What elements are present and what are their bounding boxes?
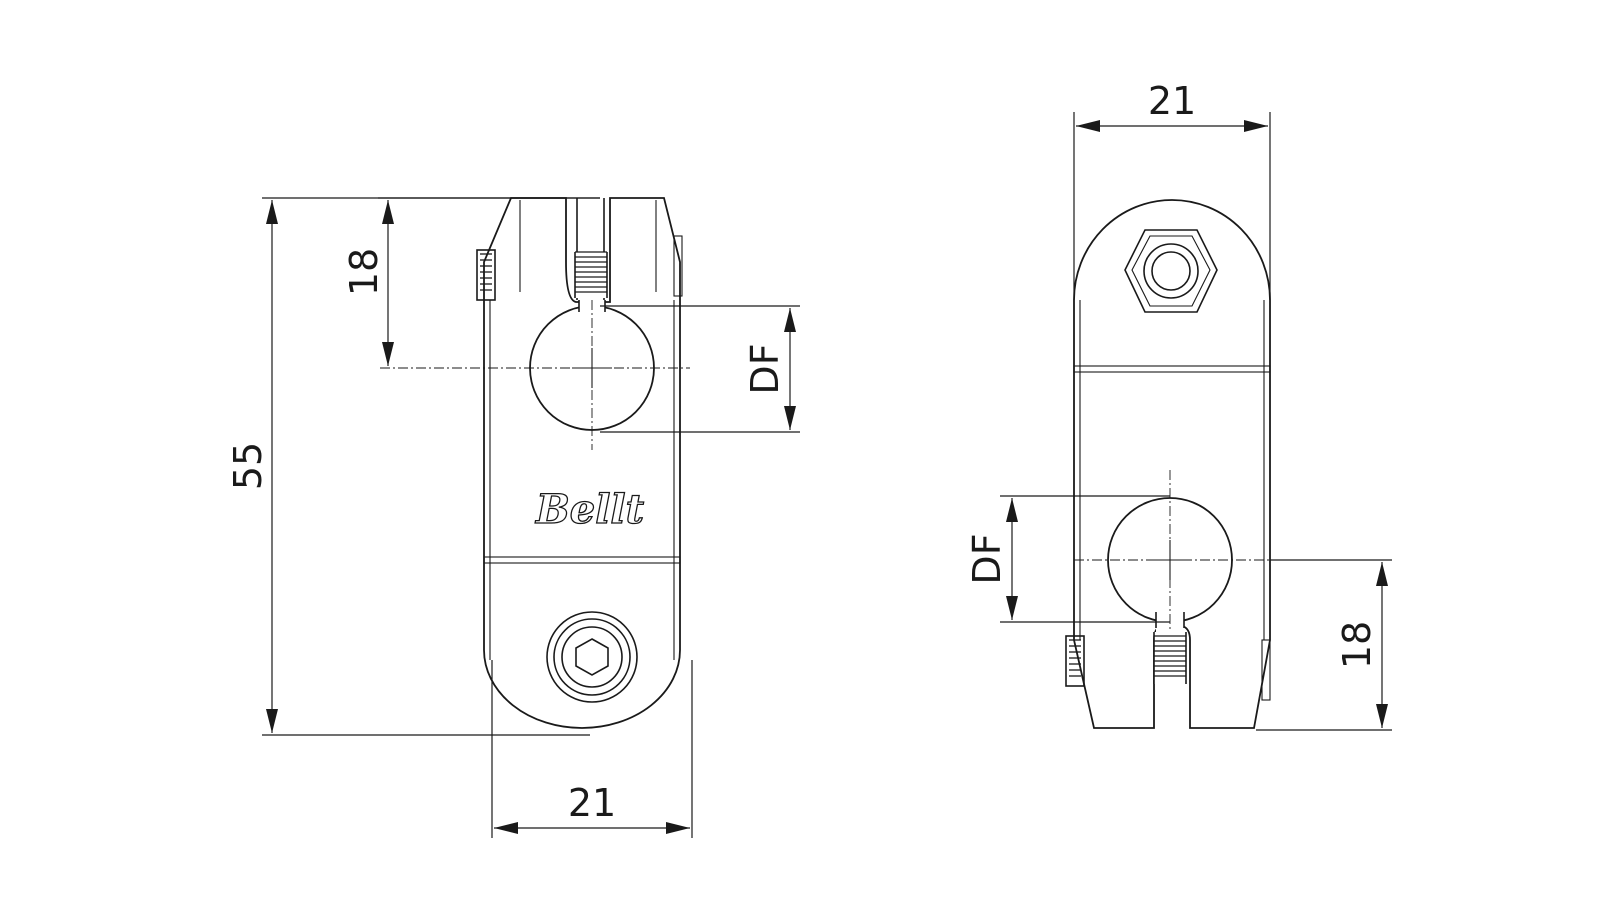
dim-label-21-side: 21 bbox=[1148, 79, 1196, 123]
dim-side-width: 21 bbox=[1073, 79, 1271, 300]
dim-side-bottom-to-center: 18 bbox=[1256, 559, 1392, 731]
dim-side-bore: DF bbox=[965, 495, 1170, 623]
dim-label-18-front: 18 bbox=[342, 248, 386, 296]
front-view: Bellt 55 18 bbox=[226, 197, 800, 838]
dim-label-df-front: DF bbox=[743, 343, 787, 394]
dim-label-df-side: DF bbox=[965, 533, 1009, 584]
front-slot-thread bbox=[574, 251, 608, 298]
side-hex-nut bbox=[1124, 229, 1218, 313]
dim-label-21-front: 21 bbox=[568, 781, 616, 825]
side-view: 21 DF 18 bbox=[965, 79, 1392, 731]
dim-front-top-to-center: 18 bbox=[342, 197, 600, 366]
dim-front-bore: DF bbox=[600, 305, 800, 433]
front-clamp-screw-left bbox=[476, 249, 496, 301]
dim-label-55: 55 bbox=[226, 442, 270, 490]
dim-label-18-side: 18 bbox=[1335, 621, 1379, 669]
front-socket-head-screw bbox=[546, 611, 638, 703]
dim-front-width: 21 bbox=[491, 660, 693, 838]
side-slot-thread bbox=[1153, 632, 1187, 684]
brand-logo: Bellt bbox=[535, 486, 645, 533]
side-clamp-screw-left bbox=[1065, 635, 1085, 687]
